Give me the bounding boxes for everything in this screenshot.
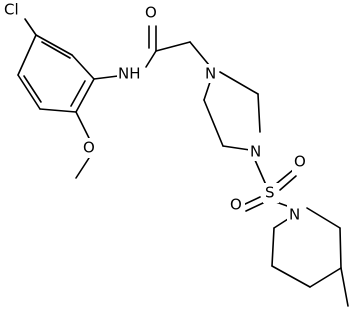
atom-s: S — [265, 184, 275, 202]
bond-s-o-left-2 — [245, 202, 264, 212]
bond-pipd-1 — [306, 207, 341, 229]
bond-ring-a3 — [75, 78, 95, 113]
atom-n-piperazine-1: N — [205, 65, 216, 83]
bond-pipd-5 — [271, 227, 275, 267]
bond-carbonyl-ch2 — [155, 41, 191, 52]
bond-pip-4 — [203, 99, 224, 147]
bond-s-o-right-1 — [275, 169, 294, 185]
bond-ring-double-2 — [70, 80, 86, 107]
bond-ring-double-1 — [41, 41, 71, 59]
atom-n-piperazine-4: N — [250, 143, 261, 161]
bond-ring-a2 — [71, 54, 95, 80]
bond-pipd-6 — [273, 218, 289, 229]
bond-pipd-2 — [339, 227, 342, 269]
bond-s-o-right-2 — [279, 175, 297, 191]
bond-o-methyl — [75, 157, 90, 179]
atom-labels: Cl NH O O N N S O O N — [4, 0, 309, 224]
bond-ring-nh — [93, 75, 119, 80]
atom-o-sulfonyl-1: O — [294, 153, 306, 171]
bond-s-o-left-1 — [242, 196, 261, 206]
bond-pip-5 — [203, 81, 211, 101]
atom-cl: Cl — [4, 1, 19, 19]
bond-ring-a5 — [17, 74, 41, 110]
atom-o-carbonyl: O — [145, 4, 157, 22]
bond-pipd-4 — [271, 265, 311, 288]
bond-ring-double-3 — [23, 75, 42, 103]
atom-o-methoxy: O — [83, 139, 95, 157]
bond-ring-a6 — [17, 34, 37, 76]
bond-n-s — [254, 159, 267, 186]
bond-pipd-3 — [309, 267, 342, 288]
bond-cl-ring — [24, 18, 37, 36]
bond-pip-2 — [257, 93, 261, 133]
bonds — [17, 18, 349, 307]
bond-ch2-n-pip — [189, 41, 210, 66]
bond-ring-o-methoxy — [75, 111, 90, 139]
atom-n-piperidine: N — [289, 206, 300, 224]
bond-nh-carbonyl — [145, 50, 157, 68]
bond-pipd-methyl — [340, 267, 349, 307]
atom-nh: NH — [118, 65, 141, 83]
atom-o-sulfonyl-2: O — [230, 196, 242, 214]
bond-ring-a1 — [35, 34, 73, 56]
bond-pip-3 — [222, 145, 251, 151]
bond-ring-a4 — [39, 108, 77, 113]
bond-pip-1 — [219, 71, 259, 95]
